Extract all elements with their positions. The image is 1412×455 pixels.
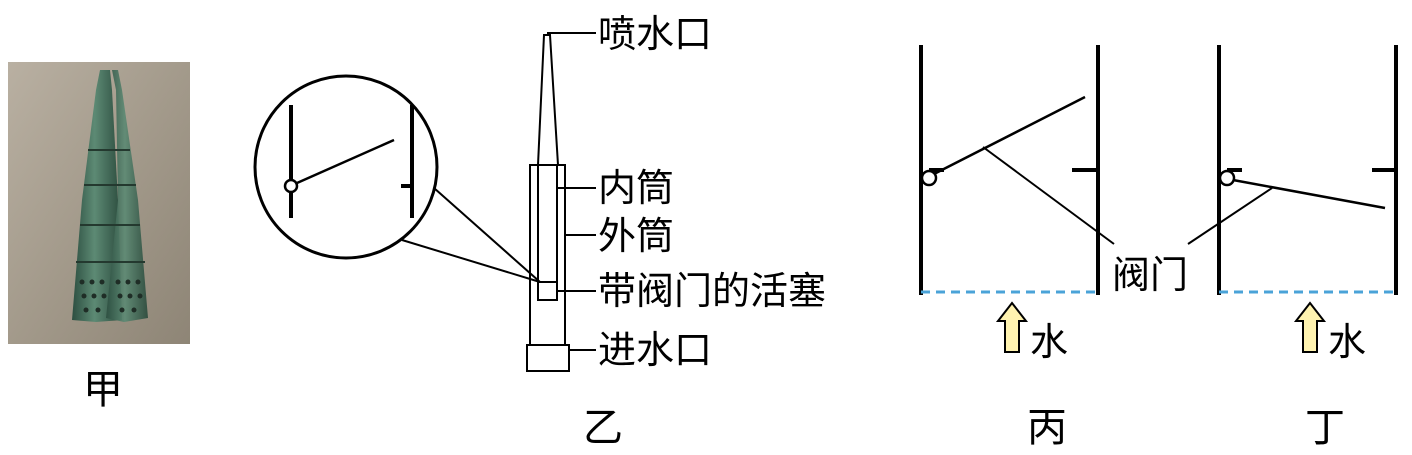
label-piston: 带阀门的活塞 — [598, 269, 826, 313]
label-valve: 阀门 — [1112, 253, 1188, 297]
photo-jia — [8, 62, 190, 344]
label-outer-tube: 外筒 — [598, 214, 674, 258]
label-inlet: 进水口 — [598, 328, 712, 372]
magnifier-circle — [253, 74, 439, 260]
caption-yi: 乙 — [583, 405, 623, 451]
diagram-bing — [919, 45, 1115, 295]
diagram-yi — [253, 32, 596, 372]
label-inner-tube: 内筒 — [598, 166, 674, 210]
up-arrow-icon — [995, 301, 1029, 353]
caption-bing: 丙 — [1027, 405, 1067, 451]
diagram-ding — [1187, 45, 1398, 295]
label-nozzle: 喷水口 — [598, 12, 712, 56]
label-water-ding: 水 — [1328, 320, 1366, 364]
caption-ding: 丁 — [1305, 405, 1345, 451]
piston — [537, 281, 558, 301]
label-water-bing: 水 — [1030, 320, 1068, 364]
caption-jia: 甲 — [83, 367, 123, 413]
up-arrow-icon — [1293, 301, 1327, 353]
inlet-box — [526, 344, 570, 372]
